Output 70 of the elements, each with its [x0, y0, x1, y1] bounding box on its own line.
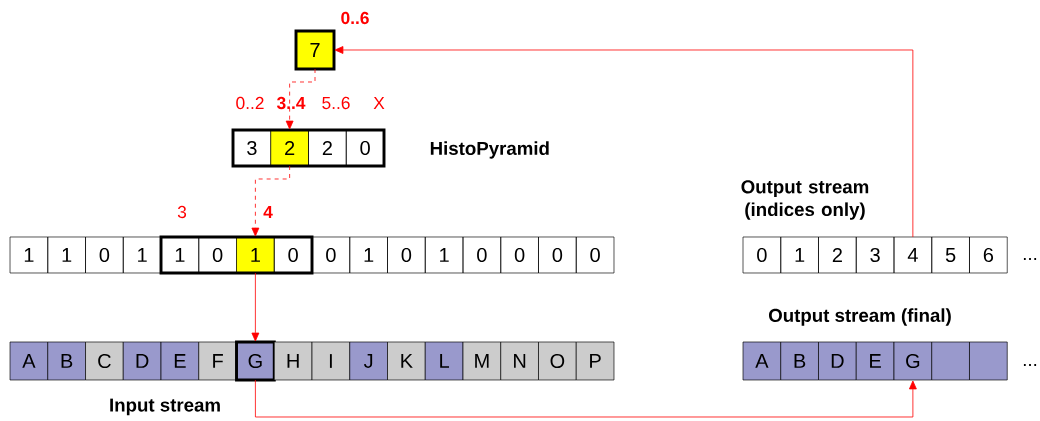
- array-cell: 0: [85, 236, 124, 274]
- array-cell: L: [424, 341, 464, 381]
- array-cell: 4: [893, 236, 933, 274]
- array-cell: 1: [349, 236, 388, 274]
- range-label: 4: [263, 206, 273, 218]
- node-label: 1: [175, 248, 185, 262]
- array-cell: B: [47, 341, 86, 381]
- ellipsis: ...: [1023, 364, 1037, 366]
- row-title: Output stream (final): [769, 308, 951, 326]
- array-cell: 1: [236, 236, 275, 274]
- array-cell: K: [387, 341, 426, 381]
- array-cell: 0: [311, 236, 351, 274]
- arrow: [334, 46, 914, 238]
- range-label: 0..2: [236, 96, 264, 110]
- array-cell: 1: [424, 236, 464, 274]
- array-cell: 2: [270, 129, 309, 167]
- array-cell: 2: [818, 236, 857, 274]
- range-label: 5..6: [322, 96, 350, 110]
- array-cell: B: [780, 341, 819, 381]
- array-cell: 6: [969, 236, 1008, 274]
- row-title: HistoPyramid: [430, 141, 549, 159]
- array-cell: I: [311, 341, 351, 381]
- arrow: [255, 379, 917, 418]
- array-cell: J: [349, 341, 388, 381]
- arrow: [251, 272, 260, 342]
- array-cell: 5: [931, 236, 970, 274]
- array-cell: 0: [538, 236, 577, 274]
- array-cell: M: [462, 341, 502, 381]
- array-cell: P: [575, 341, 615, 381]
- array-cell: 0: [575, 236, 615, 274]
- array-cell: [969, 341, 1008, 381]
- array-cell: A: [742, 341, 782, 381]
- array-cell: G: [893, 341, 933, 381]
- array-cell: 0: [500, 236, 539, 274]
- array-cell: N: [500, 341, 539, 381]
- arrow: [251, 165, 291, 237]
- array-cell: 1: [9, 236, 49, 274]
- array-cell: 0: [387, 236, 426, 274]
- range-label: X: [373, 97, 385, 109]
- group-outline: [159, 235, 314, 275]
- array-cell: G: [235, 340, 276, 382]
- array-cell: 0: [742, 236, 782, 274]
- array-cell: [931, 341, 970, 381]
- array-cell: A: [9, 341, 49, 381]
- array-cell: 2: [308, 129, 347, 167]
- array-cell: D: [122, 341, 162, 381]
- array-cell: D: [818, 341, 857, 381]
- array-cell: C: [85, 341, 124, 381]
- array-cell: 3: [232, 129, 272, 167]
- group-outline: [231, 128, 386, 168]
- array-cell: 0: [345, 129, 385, 167]
- array-cell: 1: [47, 236, 86, 274]
- range-label: 3: [177, 205, 187, 219]
- array-cell: 3: [855, 236, 895, 274]
- array-cell: 0: [273, 236, 313, 274]
- array-cell: F: [198, 341, 237, 381]
- array-cell: H: [273, 341, 313, 381]
- ellipsis: ...: [1023, 258, 1037, 260]
- row-title: Input stream: [110, 398, 220, 416]
- row-title: Output stream (indices only): [741, 180, 869, 220]
- array-cell: E: [855, 341, 895, 381]
- array-cell: 7: [294, 29, 336, 71]
- array-cell: 0: [462, 236, 502, 274]
- array-cell: 1: [780, 236, 819, 274]
- array-cell: 1: [122, 236, 162, 274]
- array-cell: E: [160, 341, 200, 381]
- range-label: 3..4: [276, 96, 306, 110]
- range-label: 0..6: [341, 11, 369, 25]
- array-cell: O: [538, 341, 577, 381]
- arrow: [285, 68, 316, 130]
